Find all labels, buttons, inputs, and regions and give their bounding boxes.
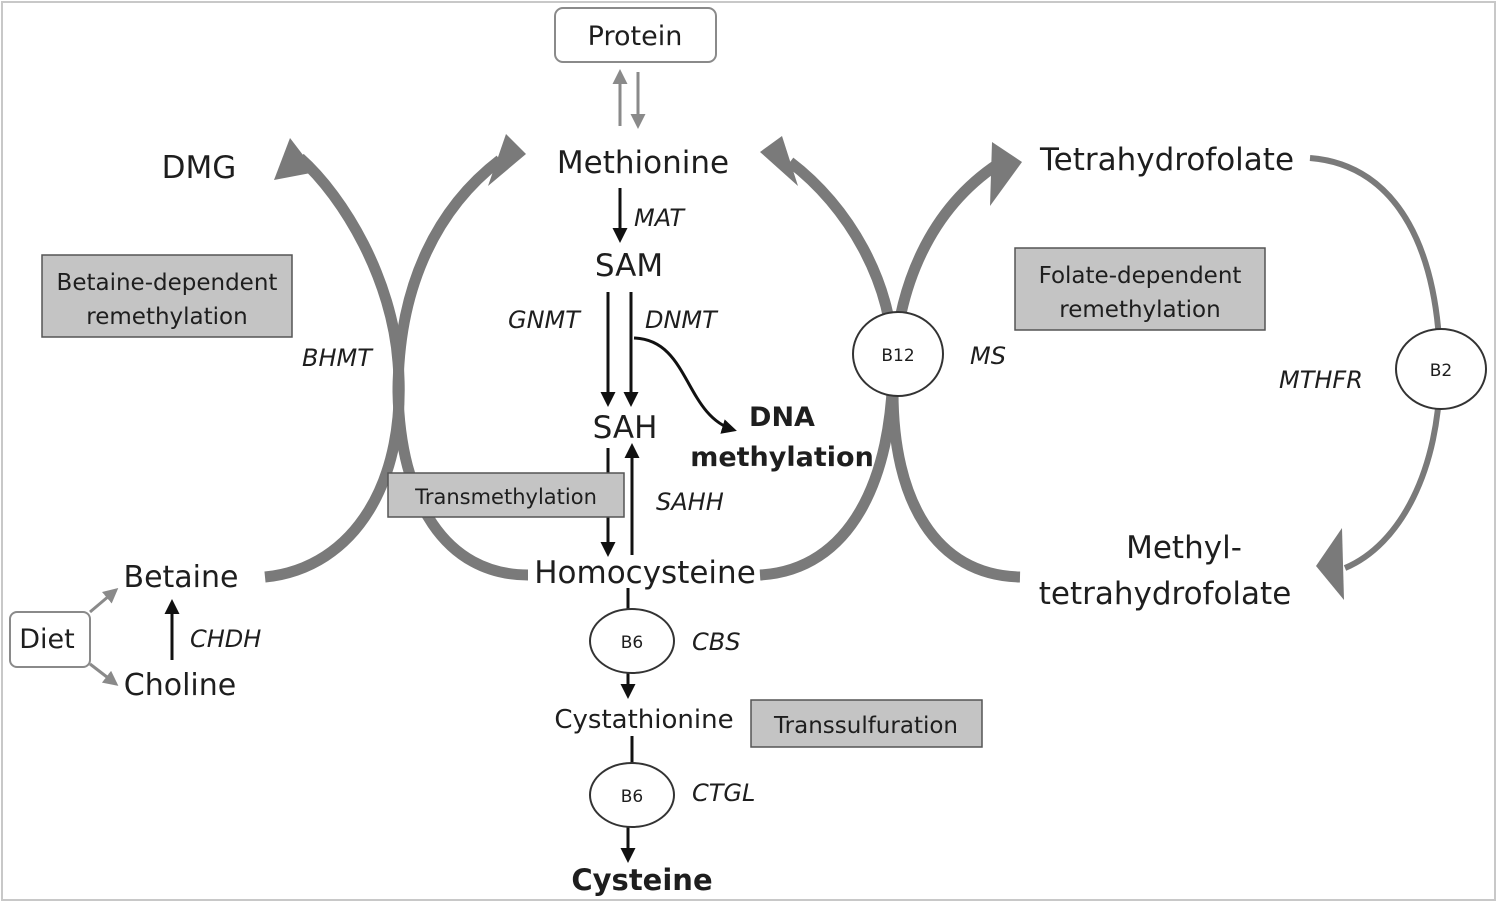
gnmt-label: GNMT <box>508 306 582 334</box>
b12-label: B12 <box>881 346 914 366</box>
folate-remethylation-line1: Folate-dependent <box>1039 263 1242 289</box>
betaine-label: Betaine <box>124 560 239 595</box>
transmethylation-box <box>387 472 625 518</box>
cysteine-label: Cysteine <box>571 863 712 897</box>
betaine-cycle-arrows <box>264 153 529 583</box>
protein-label: Protein <box>588 21 683 52</box>
diet-box <box>9 611 91 668</box>
cystathionine-label: Cystathionine <box>554 705 733 735</box>
betaine-remethylation-box <box>41 254 293 338</box>
ms-label: MS <box>970 342 1006 370</box>
chdh-label: CHDH <box>190 625 261 653</box>
methionine-right-arrowhead <box>760 136 798 186</box>
b6-cbs-circle <box>589 608 675 674</box>
methionine-left-arrowhead <box>488 134 526 186</box>
transsulfuration-box <box>750 699 983 748</box>
tetrahydrofolate-label: Tetrahydrofolate <box>1039 142 1294 178</box>
b6-ctgl-circle <box>589 762 675 828</box>
protein-box <box>554 7 717 63</box>
diet-to-choline-arrow <box>89 662 119 686</box>
sam-label: SAM <box>595 248 663 284</box>
dmg-arrowhead <box>274 138 316 180</box>
homocysteine-to-methionine-arc <box>392 155 529 581</box>
thf-arrowhead <box>990 142 1022 206</box>
diet-label: Diet <box>19 624 75 655</box>
reaction-arrows <box>89 69 737 863</box>
sahh-label: SAHH <box>656 488 724 516</box>
transsulfuration-label: Transsulfuration <box>773 713 958 739</box>
sah-label: SAH <box>593 410 658 446</box>
mat-label: MAT <box>634 204 686 232</box>
betaine-remethylation-line1: Betaine-dependent <box>57 270 278 296</box>
mthfr-label: MTHFR <box>1279 366 1363 394</box>
b2-circle <box>1395 328 1487 410</box>
cbs-label: CBS <box>692 628 740 656</box>
bhmt-label: BHMT <box>302 344 374 372</box>
betaine-remethylation-line2: remethylation <box>86 304 247 330</box>
methyl-thf-label-line1: Methyl- <box>1126 530 1242 566</box>
transmethylation-label: Transmethylation <box>414 485 597 509</box>
methionine-label: Methionine <box>557 145 729 181</box>
b6-cbs-label: B6 <box>621 633 643 653</box>
b6-ctgl-label: B6 <box>621 787 643 807</box>
b2-label: B2 <box>1430 361 1452 381</box>
dnmt-label: DNMT <box>645 306 719 334</box>
dna-methylation-label-line1: DNA <box>749 402 815 433</box>
methylthf-arrowhead <box>1316 528 1344 600</box>
ctgl-label: CTGL <box>692 779 755 807</box>
choline-label: Choline <box>124 668 236 703</box>
folate-remethylation-line2: remethylation <box>1059 297 1220 323</box>
folate-remethylation-box <box>1014 247 1266 331</box>
dna-methylation-label-line2: methylation <box>690 442 874 473</box>
dmg-label: DMG <box>162 150 237 186</box>
homocysteine-label: Homocysteine <box>534 555 756 591</box>
b12-circle <box>852 311 944 397</box>
diet-to-betaine-arrow <box>89 588 119 614</box>
methyl-thf-label-line2: tetrahydrofolate <box>1039 576 1292 612</box>
dna-methylation-arrow <box>633 336 737 434</box>
